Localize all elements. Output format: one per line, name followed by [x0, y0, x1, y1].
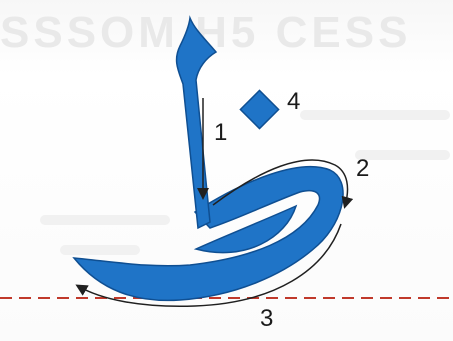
letter-bowl-shape: [74, 167, 343, 301]
step-label-3: 3: [260, 307, 273, 331]
diamond-dot-shape: [240, 90, 278, 128]
step-label-1: 1: [214, 121, 227, 145]
step-label-2: 2: [356, 157, 369, 181]
letter-stem-shape: [177, 18, 216, 228]
step-label-4: 4: [287, 90, 300, 114]
